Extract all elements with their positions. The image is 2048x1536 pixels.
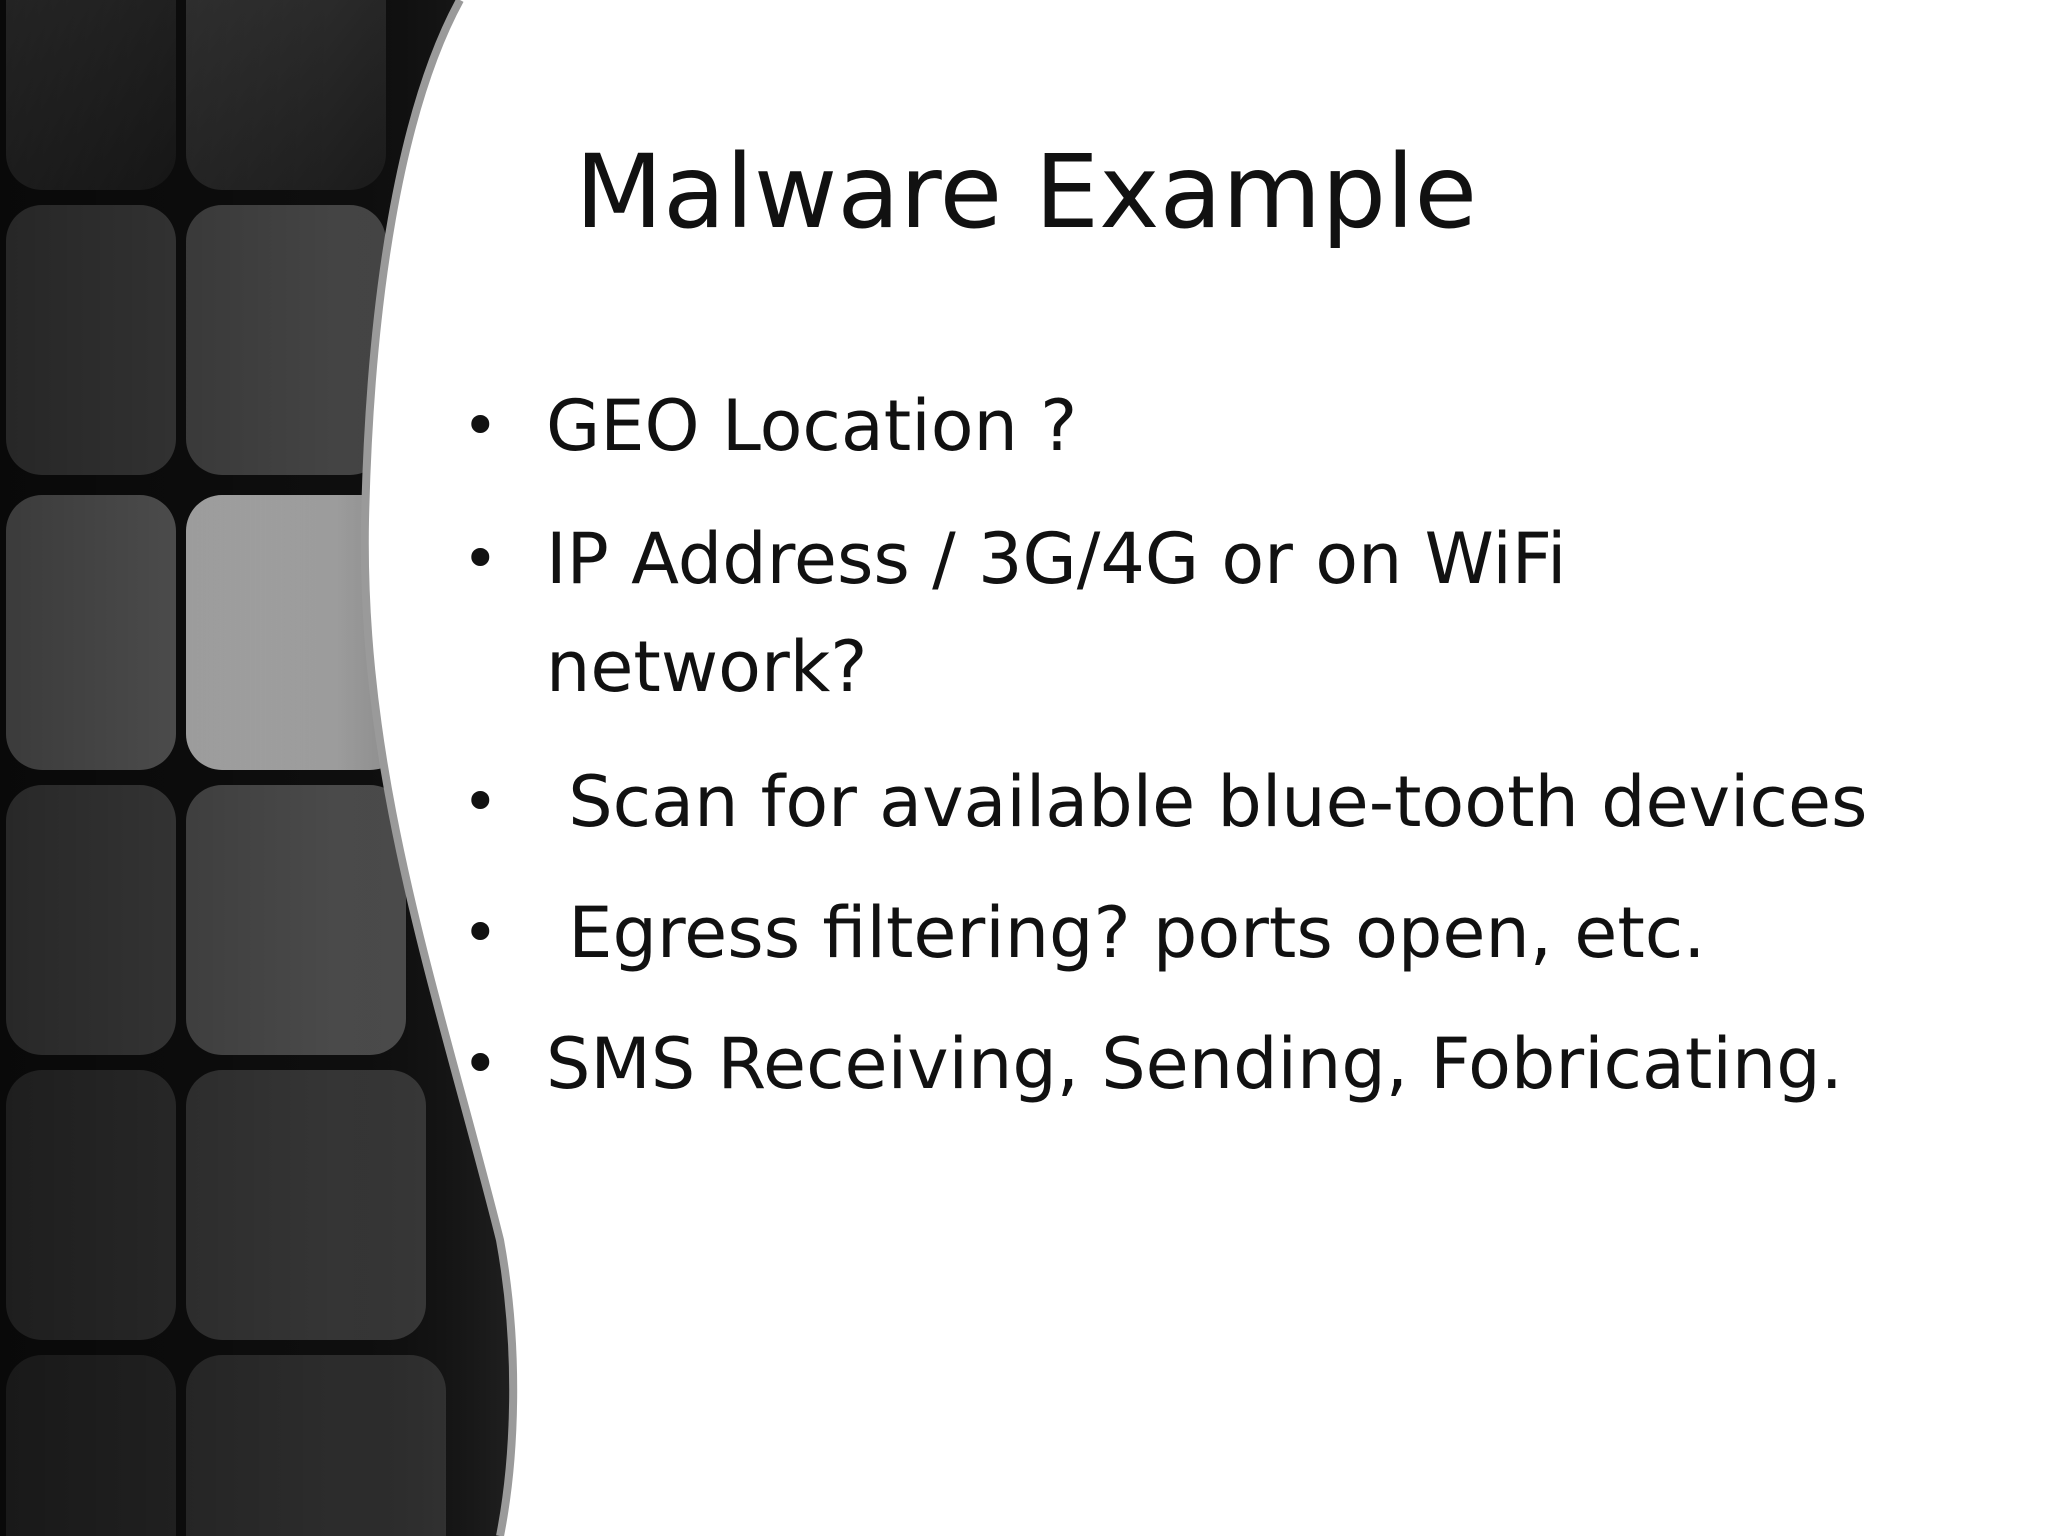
bullet-text: Egress filtering? ports open, etc. bbox=[546, 892, 1706, 974]
bullet-text: GEO Location ? bbox=[546, 385, 1078, 467]
decorative-tile-panel bbox=[0, 0, 518, 1536]
slide-title: Malware Example bbox=[575, 133, 1478, 252]
bullet-marker: • bbox=[462, 765, 499, 838]
bullet-text-continuation: network? bbox=[546, 626, 868, 708]
bullet-text: Scan for available blue-tooth devices bbox=[546, 761, 1868, 843]
wave-edge bbox=[360, 0, 518, 1536]
bullet-text: IP Address / 3G/4G or on WiFi bbox=[546, 518, 1567, 600]
bullet-marker: • bbox=[462, 522, 499, 595]
bullet-marker: • bbox=[462, 1027, 499, 1100]
bullet-list: • GEO Location ? • IP Address / 3G/4G or… bbox=[462, 0, 2022, 1536]
bullet-text: SMS Receiving, Sending, Fobricating. bbox=[546, 1023, 1843, 1105]
bullet-marker: • bbox=[462, 896, 499, 969]
bullet-marker: • bbox=[462, 389, 499, 462]
